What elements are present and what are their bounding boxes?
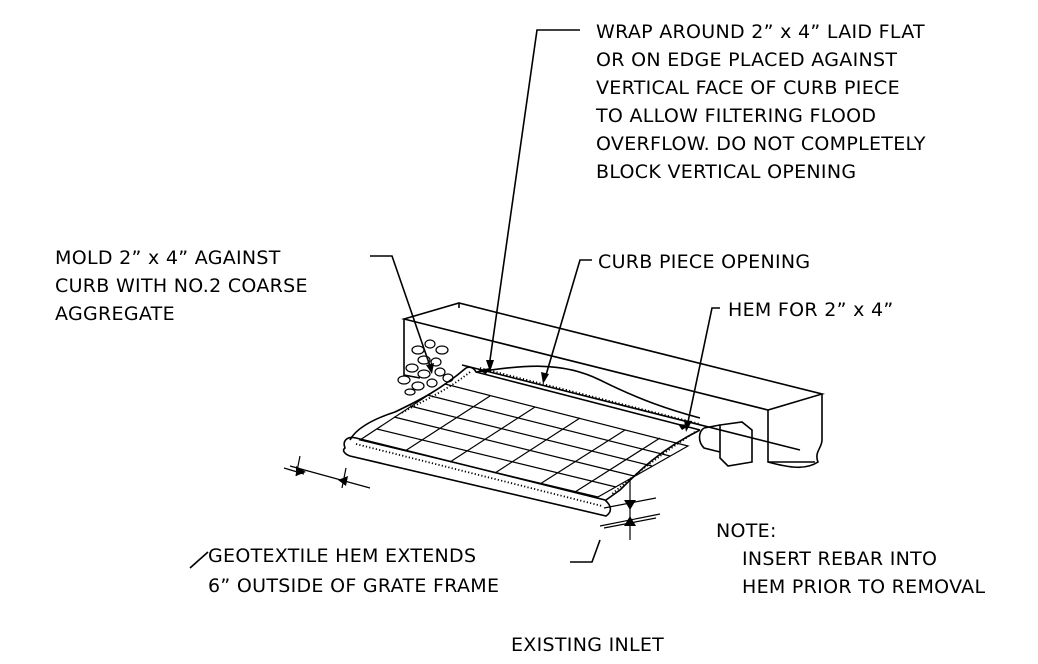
wrap-note-line: OR ON EDGE PLACED AGAINST [596,49,897,71]
hem-label: HEM FOR 2” x 4” [728,299,894,321]
wrap-around-note: WRAP AROUND 2” x 4” LAID FLAT OR ON EDGE… [595,21,926,183]
hem-dimension-right [599,480,661,540]
mold-note-line: CURB WITH NO.2 COARSE [55,275,308,297]
mold-note: MOLD 2” x 4” AGAINST CURB WITH NO.2 COAR… [55,247,308,325]
geotextile-note-line: GEOTEXTILE HEM EXTENDS [208,545,476,567]
removal-note: NOTE: INSERT REBAR INTO HEM PRIOR TO REM… [716,520,985,598]
wrap-note-line: OVERFLOW. DO NOT COMPLETELY [596,133,926,155]
note-heading: NOTE: [716,520,777,542]
mold-note-line: AGGREGATE [55,303,175,325]
geotextile-fabric [342,365,701,517]
hem-dimension-left [283,455,371,489]
mold-note-line: MOLD 2” x 4” AGAINST [55,247,281,269]
curb-piece [400,302,826,469]
note-line: HEM PRIOR TO REMOVAL [742,576,985,598]
grate-frame [358,383,690,498]
wrap-note-line: BLOCK VERTICAL OPENING [596,161,856,183]
geotextile-note: GEOTEXTILE HEM EXTENDS 6” OUTSIDE OF GRA… [208,545,499,597]
note-line: INSERT REBAR INTO [742,548,937,570]
wrap-note-line: WRAP AROUND 2” x 4” LAID FLAT [596,21,925,43]
leader-lines [189,29,720,569]
geotextile-note-line: 6” OUTSIDE OF GRATE FRAME [208,575,499,597]
wrap-note-line: TO ALLOW FILTERING FLOOD [595,105,876,127]
coarse-aggregate [397,339,454,396]
wrap-note-line: VERTICAL FACE OF CURB PIECE [596,77,900,99]
curb-opening-label: CURB PIECE OPENING [598,251,810,273]
diagram-title: EXISTING INLET [511,634,664,656]
